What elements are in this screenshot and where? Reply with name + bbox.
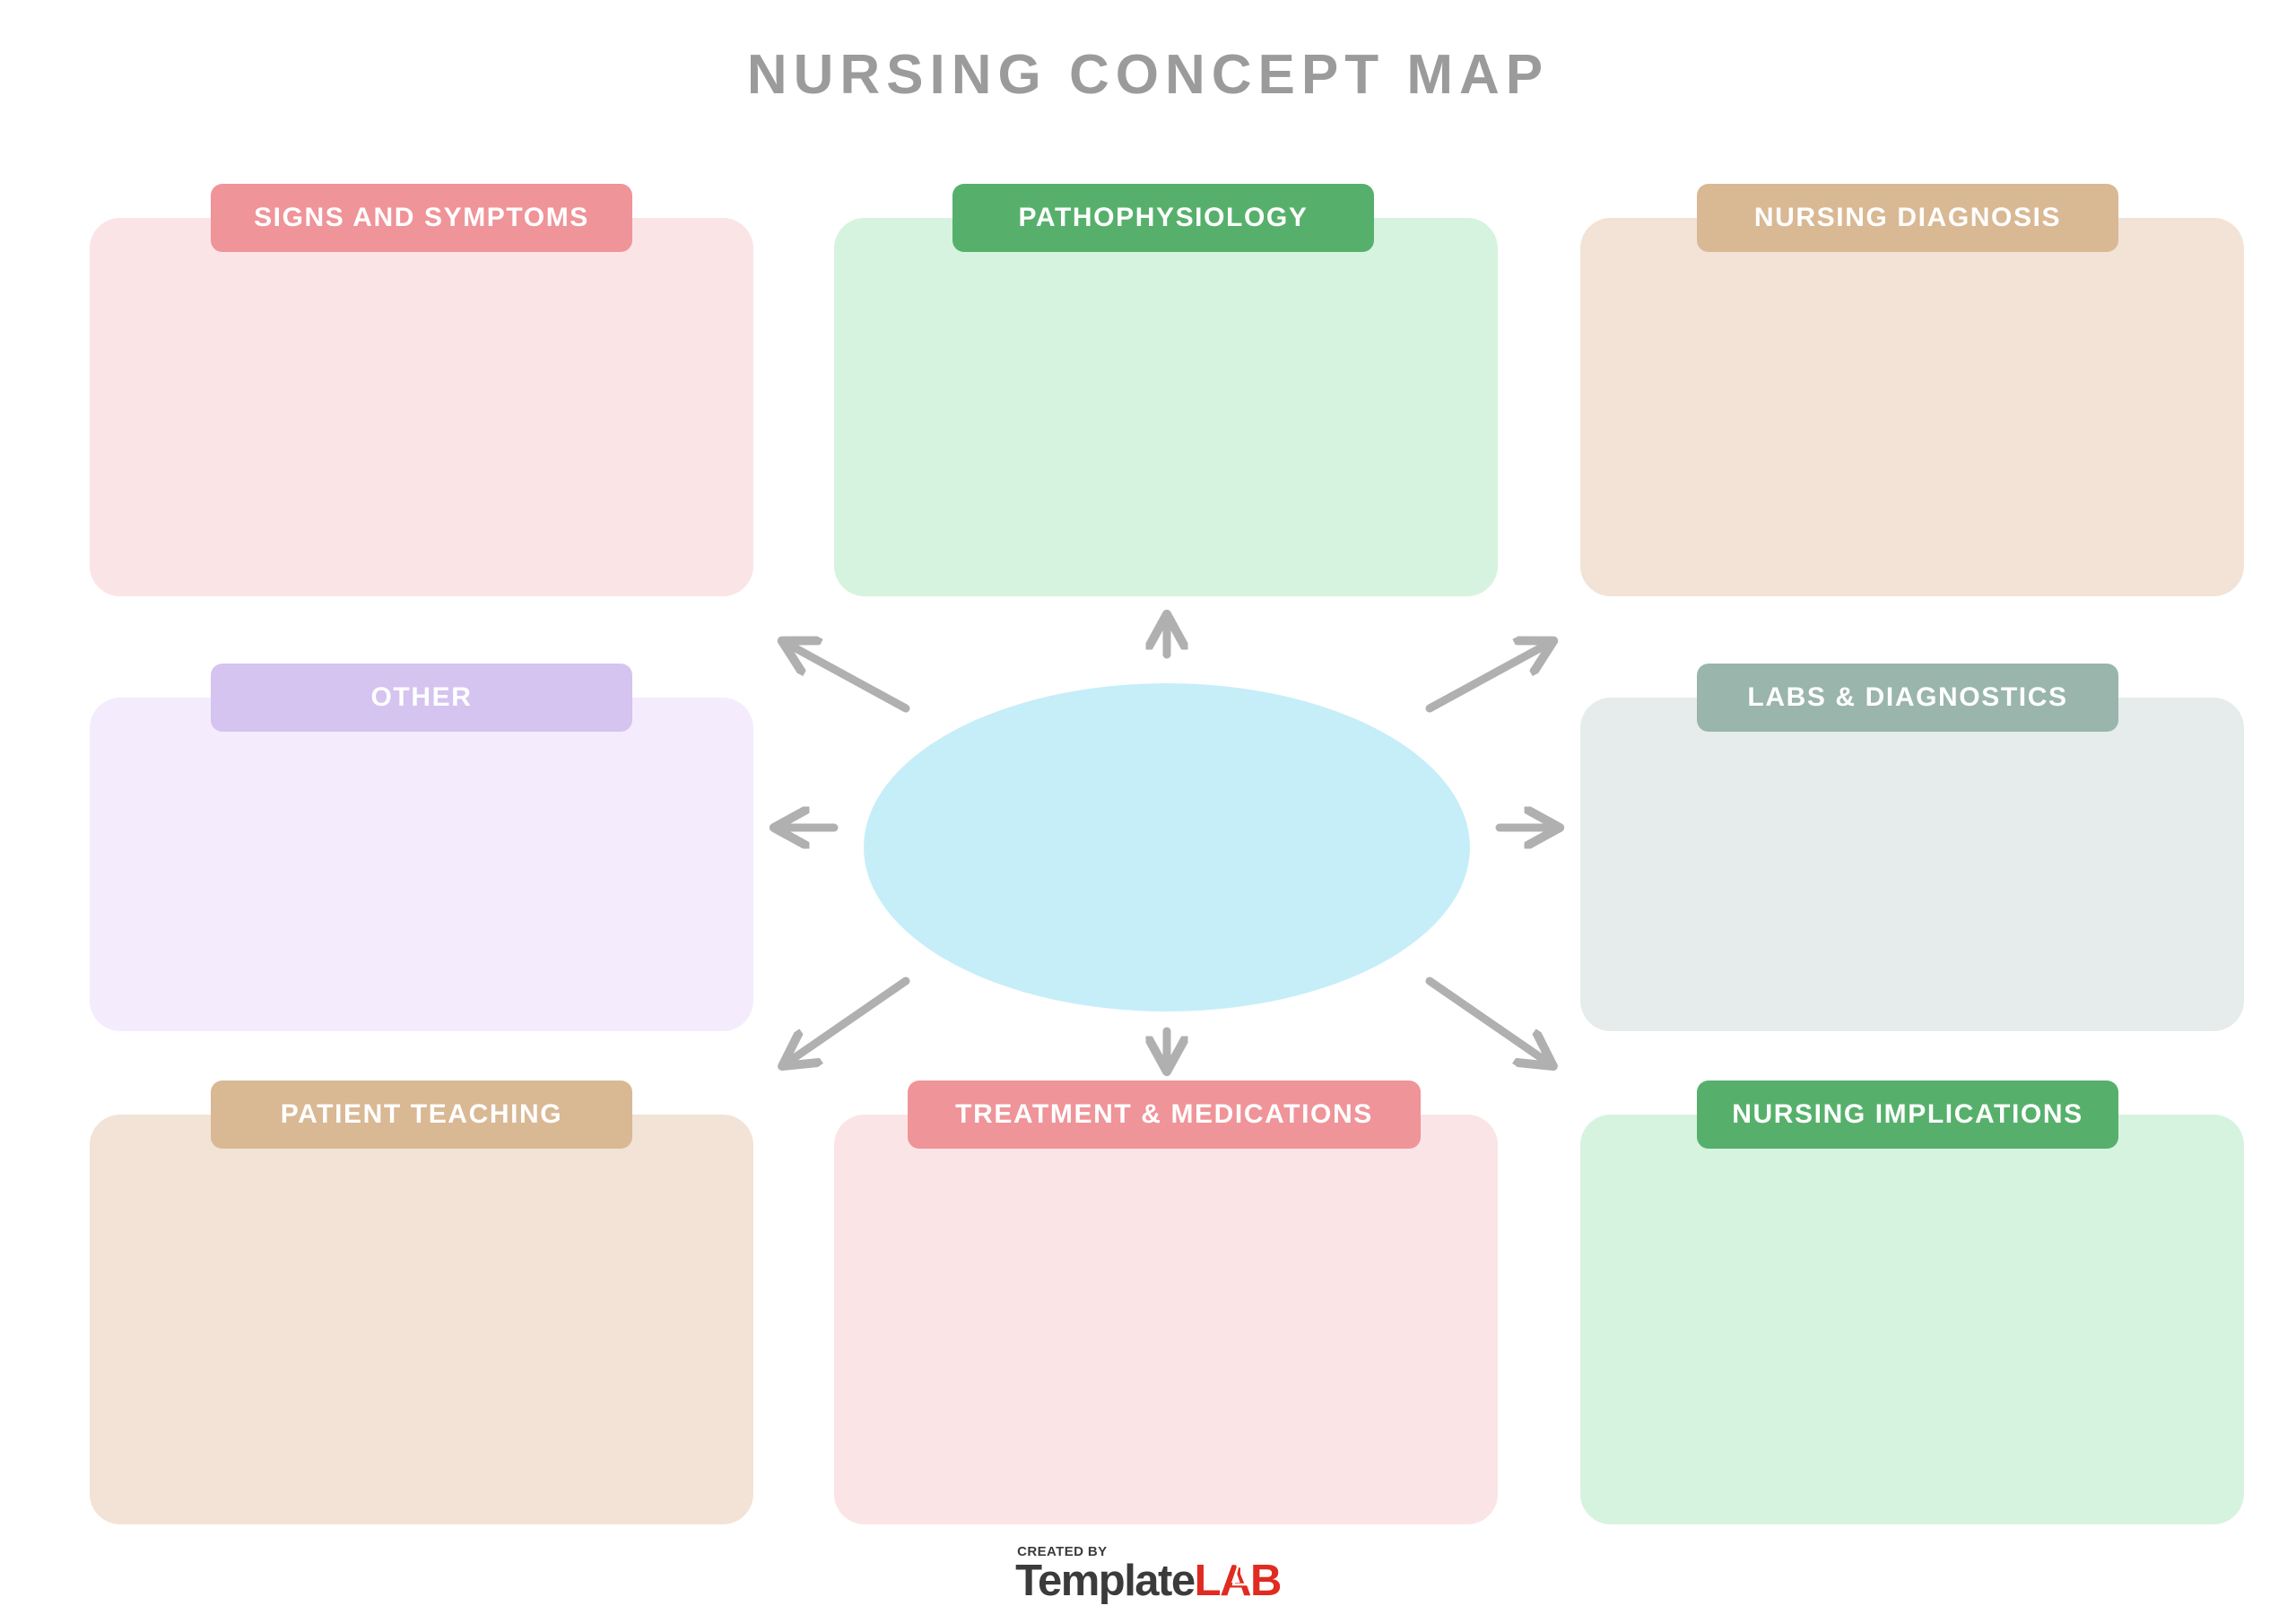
concept-box-patient-teaching: PATIENT TEACHING <box>90 1081 753 1524</box>
box-body-nursing-implications[interactable] <box>1580 1115 2244 1524</box>
box-header-label: OTHER <box>370 682 473 712</box>
arrow-down-left <box>787 976 910 1063</box>
box-header-nursing-implications[interactable]: NURSING IMPLICATIONS <box>1697 1081 2118 1149</box>
box-header-other[interactable]: OTHER <box>211 664 632 732</box>
flask-icon <box>1232 1565 1248 1586</box>
created-by-label: CREATED BY <box>1017 1544 1108 1559</box>
box-body-patient-teaching[interactable] <box>90 1115 753 1524</box>
concept-box-treatment-and-medications: TREATMENT & MEDICATIONS <box>834 1081 1498 1524</box>
box-body-nursing-diagnosis[interactable] <box>1580 218 2244 596</box>
box-header-nursing-diagnosis[interactable]: NURSING DIAGNOSIS <box>1697 184 2118 252</box>
box-header-label: LABS & DIAGNOSTICS <box>1747 682 2068 712</box>
concept-box-labs-and-diagnostics: LABS & DIAGNOSTICS <box>1580 664 2244 1031</box>
box-header-label: NURSING IMPLICATIONS <box>1732 1099 2083 1129</box>
box-header-labs-and-diagnostics[interactable]: LABS & DIAGNOSTICS <box>1697 664 2118 732</box>
page-title: NURSING CONCEPT MAP <box>746 44 1550 106</box>
box-body-signs-and-symptoms[interactable] <box>90 218 753 596</box>
arrow-down-right <box>1425 976 1548 1063</box>
box-body-treatment-and-medications[interactable] <box>834 1115 1498 1524</box>
box-header-pathophysiology[interactable]: PATHOPHYSIOLOGY <box>952 184 1374 252</box>
box-header-label: PATHOPHYSIOLOGY <box>1018 203 1309 232</box>
concept-box-pathophysiology: PATHOPHYSIOLOGY <box>834 184 1498 596</box>
box-body-labs-and-diagnostics[interactable] <box>1580 698 2244 1031</box>
box-header-signs-and-symptoms[interactable]: SIGNS AND SYMPTOMS <box>211 184 632 252</box>
box-body-other[interactable] <box>90 698 753 1031</box>
box-body-pathophysiology[interactable] <box>834 218 1498 596</box>
logo-lab-text: LAB <box>1195 1559 1283 1603</box>
arrow-up-right <box>1425 644 1548 713</box>
logo-wordmark: Template LAB <box>1015 1557 1283 1605</box>
central-concept-ellipse[interactable] <box>864 683 1470 1011</box>
concept-box-other: OTHER <box>90 664 753 1031</box>
logo-template-text: Template <box>1015 1557 1196 1605</box>
arrow-up-left <box>787 644 910 713</box>
templatelab-logo: CREATED BY Template LAB <box>1015 1544 1283 1605</box>
box-header-label: PATIENT TEACHING <box>280 1099 563 1129</box>
concept-box-nursing-implications: NURSING IMPLICATIONS <box>1580 1081 2244 1524</box>
box-header-label: NURSING DIAGNOSIS <box>1753 203 2062 232</box>
concept-box-nursing-diagnosis: NURSING DIAGNOSIS <box>1580 184 2244 596</box>
box-header-label: SIGNS AND SYMPTOMS <box>254 203 589 232</box>
box-header-treatment-and-medications[interactable]: TREATMENT & MEDICATIONS <box>908 1081 1421 1149</box>
box-header-label: TREATMENT & MEDICATIONS <box>955 1099 1373 1129</box>
box-header-patient-teaching[interactable]: PATIENT TEACHING <box>211 1081 632 1149</box>
concept-box-signs-and-symptoms: SIGNS AND SYMPTOMS <box>90 184 753 596</box>
